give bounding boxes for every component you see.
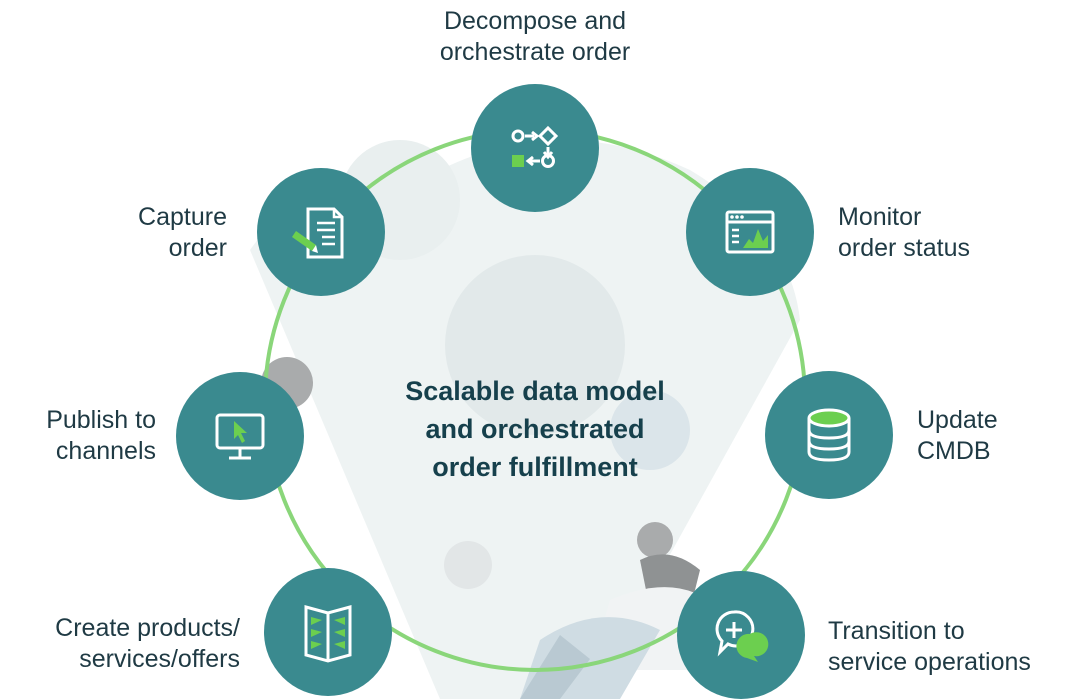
step-update-cmdb-label: Update CMDB <box>917 405 998 467</box>
step-publish-line-1: Publish to <box>46 406 156 434</box>
center-title: Scalable data model and orchestrated ord… <box>345 372 725 486</box>
step-publish-line-2: channels <box>55 437 156 465</box>
center-title-line-2: and orchestrated <box>425 414 645 444</box>
step-update-cmdb-line-1: Update <box>917 406 998 434</box>
step-capture-label: Capture order <box>50 202 227 264</box>
step-transition-node[interactable] <box>677 571 805 699</box>
step-monitor-line-1: Monitor <box>838 203 922 231</box>
monitor-cursor-icon <box>215 413 265 460</box>
step-publish-label: Publish to channels <box>0 405 156 467</box>
database-icon <box>807 408 851 462</box>
chat-add-icon <box>715 610 769 662</box>
step-monitor-node[interactable] <box>686 168 814 296</box>
step-create-products-line-1: Create products/ <box>55 614 240 642</box>
step-transition-line-1: Transition to <box>828 617 965 645</box>
order-form-edit-icon <box>292 207 344 259</box>
step-decompose-line-1: Decompose and <box>443 7 627 35</box>
dashboard-chart-icon <box>725 210 775 254</box>
step-decompose-node[interactable] <box>471 84 599 212</box>
step-transition-line-2: service operations <box>828 648 1031 676</box>
step-decompose-line-2: orchestrate order <box>439 38 631 66</box>
step-transition-label: Transition to service operations <box>828 616 1031 678</box>
step-update-cmdb-node[interactable] <box>765 371 893 499</box>
step-monitor-line-2: order status <box>838 234 971 262</box>
step-create-products-line-2: services/offers <box>79 645 240 673</box>
step-capture-line-1: Capture <box>138 203 227 231</box>
step-update-cmdb-line-2: CMDB <box>917 437 991 465</box>
step-capture-node[interactable] <box>257 168 385 296</box>
step-publish-node[interactable] <box>176 372 304 500</box>
catalog-book-icon <box>304 605 352 663</box>
step-create-products-node[interactable] <box>264 568 392 696</box>
step-create-products-label: Create products/ services/offers <box>0 613 240 675</box>
step-monitor-label: Monitor order status <box>838 202 970 264</box>
step-decompose-label: Decompose and orchestrate order <box>380 6 690 68</box>
step-capture-line-2: order <box>168 234 227 262</box>
center-title-line-3: order fulfillment <box>432 452 638 482</box>
center-title-line-1: Scalable data model <box>405 376 665 406</box>
workflow-icon <box>511 125 559 168</box>
